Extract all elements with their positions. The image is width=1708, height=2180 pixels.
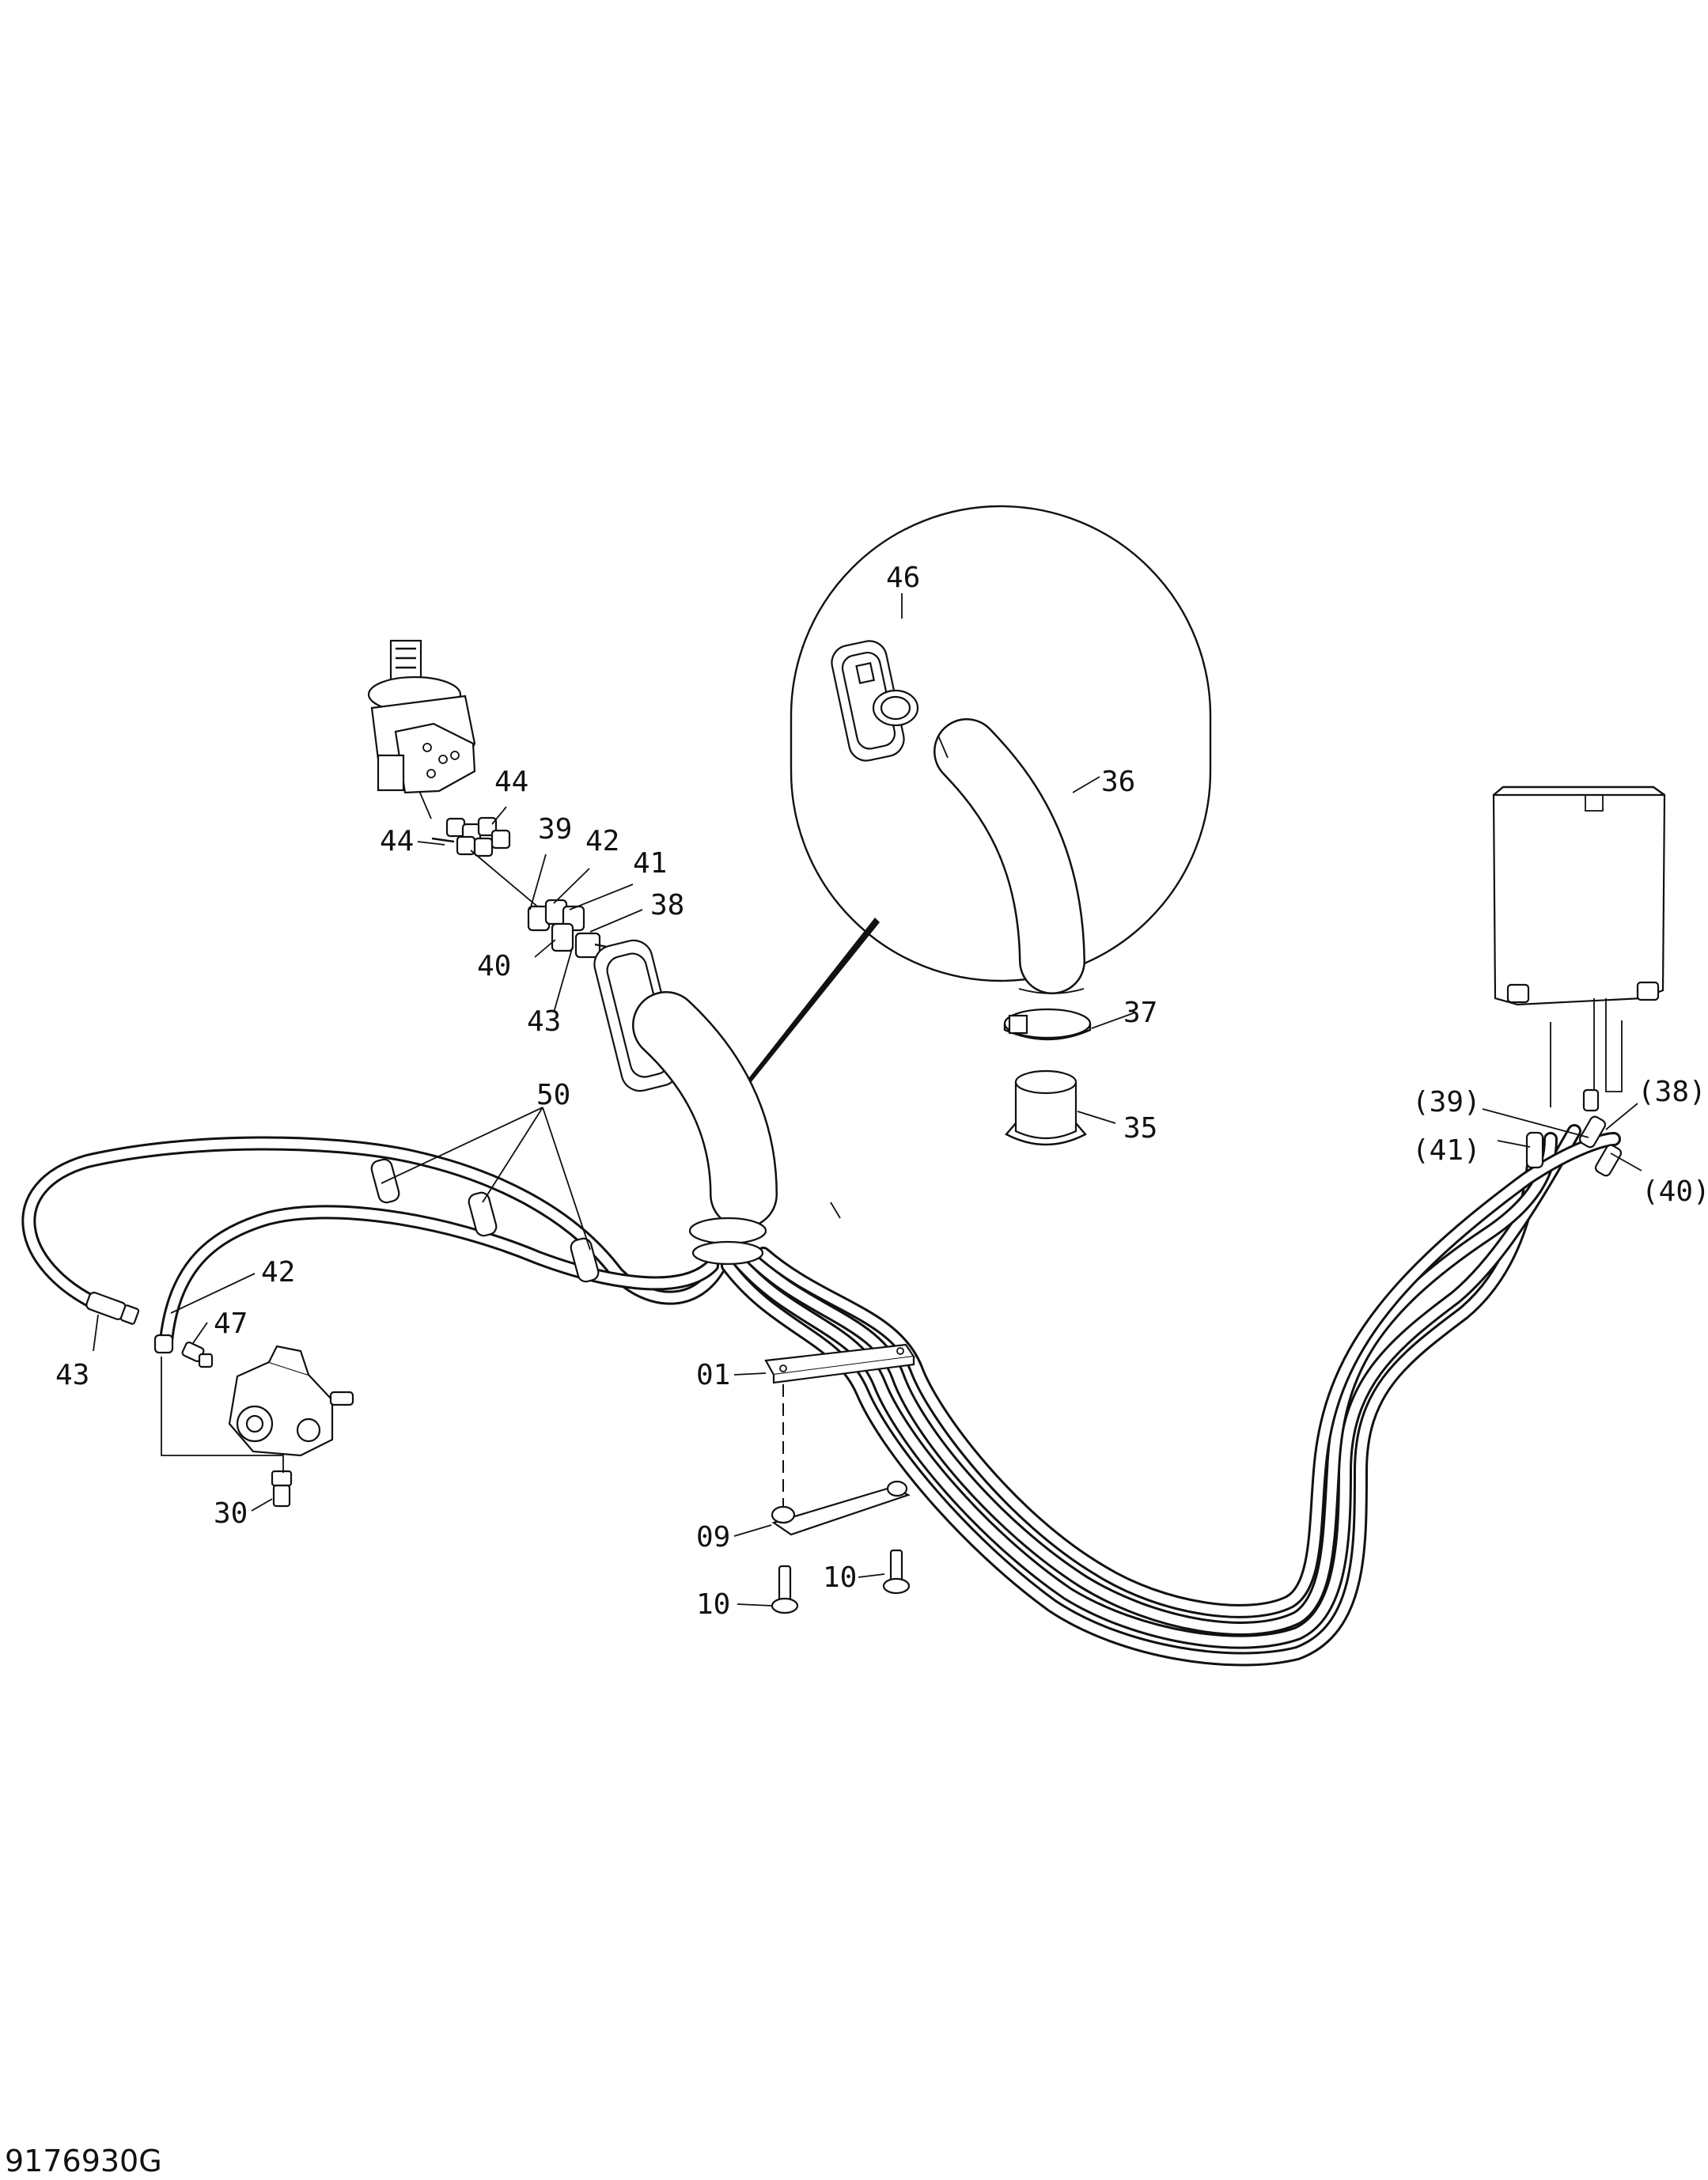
assembly-bracket-line — [161, 1357, 284, 1473]
callout-50: 50 — [536, 1079, 570, 1111]
callout-40-paren: (40) — [1642, 1175, 1708, 1208]
drawing-code: 9176930G — [5, 2144, 162, 2178]
fitting-30 — [271, 1470, 293, 1508]
grommet-assembly — [593, 939, 841, 1228]
bracket-01 — [764, 1343, 915, 1384]
callout-30: 30 — [214, 1497, 248, 1530]
callout-40: 40 — [477, 950, 511, 982]
fitting-47 — [181, 1341, 214, 1368]
cap-35 — [1005, 1069, 1087, 1146]
steering-valve — [367, 639, 476, 819]
callout-38-paren: (38) — [1638, 1076, 1706, 1108]
callout-10-left: 10 — [696, 1588, 730, 1621]
detail-leader-wedge — [747, 918, 880, 1084]
control-valve — [1492, 785, 1666, 1006]
callout-46: 46 — [886, 562, 920, 594]
callout-38: 38 — [650, 889, 684, 922]
detail-view-outline — [790, 505, 1212, 982]
bolt-10b — [882, 1549, 911, 1595]
leader-lines — [93, 593, 1642, 1607]
hose-ends-left — [85, 1292, 174, 1354]
plate-09 — [771, 1480, 911, 1536]
callout-43-top: 43 — [527, 1005, 561, 1038]
callout-42-left: 42 — [261, 1256, 295, 1289]
callout-10-right: 10 — [823, 1561, 857, 1594]
callout-41: 41 — [633, 847, 667, 880]
callout-43-left: 43 — [55, 1359, 89, 1391]
fittings-44 — [431, 806, 547, 914]
callout-01: 01 — [696, 1359, 730, 1391]
callout-44-left: 44 — [380, 825, 414, 857]
callout-37: 37 — [1123, 997, 1157, 1029]
callout-35: 35 — [1123, 1112, 1157, 1145]
hose-bundle — [21, 1124, 1621, 1667]
bolt-10a — [771, 1565, 799, 1614]
priority-valve — [228, 1345, 354, 1457]
callout-39-paren: (39) — [1412, 1086, 1481, 1118]
callout-47: 47 — [214, 1308, 248, 1340]
callout-39: 39 — [538, 813, 572, 846]
callout-09: 09 — [696, 1521, 730, 1554]
callouts: 46 36 37 35 44 44 39 42 41 38 40 43 50 4… — [55, 562, 1708, 1621]
fittings-38-43 — [527, 899, 612, 959]
hose-36 — [934, 718, 1085, 994]
clamp-37 — [1003, 1008, 1092, 1041]
hose-ends-right — [1525, 998, 1623, 1177]
callout-36: 36 — [1101, 766, 1135, 798]
callout-42-top: 42 — [585, 825, 619, 857]
callout-44-top: 44 — [494, 766, 528, 798]
callout-41-paren: (41) — [1412, 1134, 1481, 1167]
grommet-46 — [831, 640, 919, 762]
detail-view — [747, 505, 1212, 1146]
